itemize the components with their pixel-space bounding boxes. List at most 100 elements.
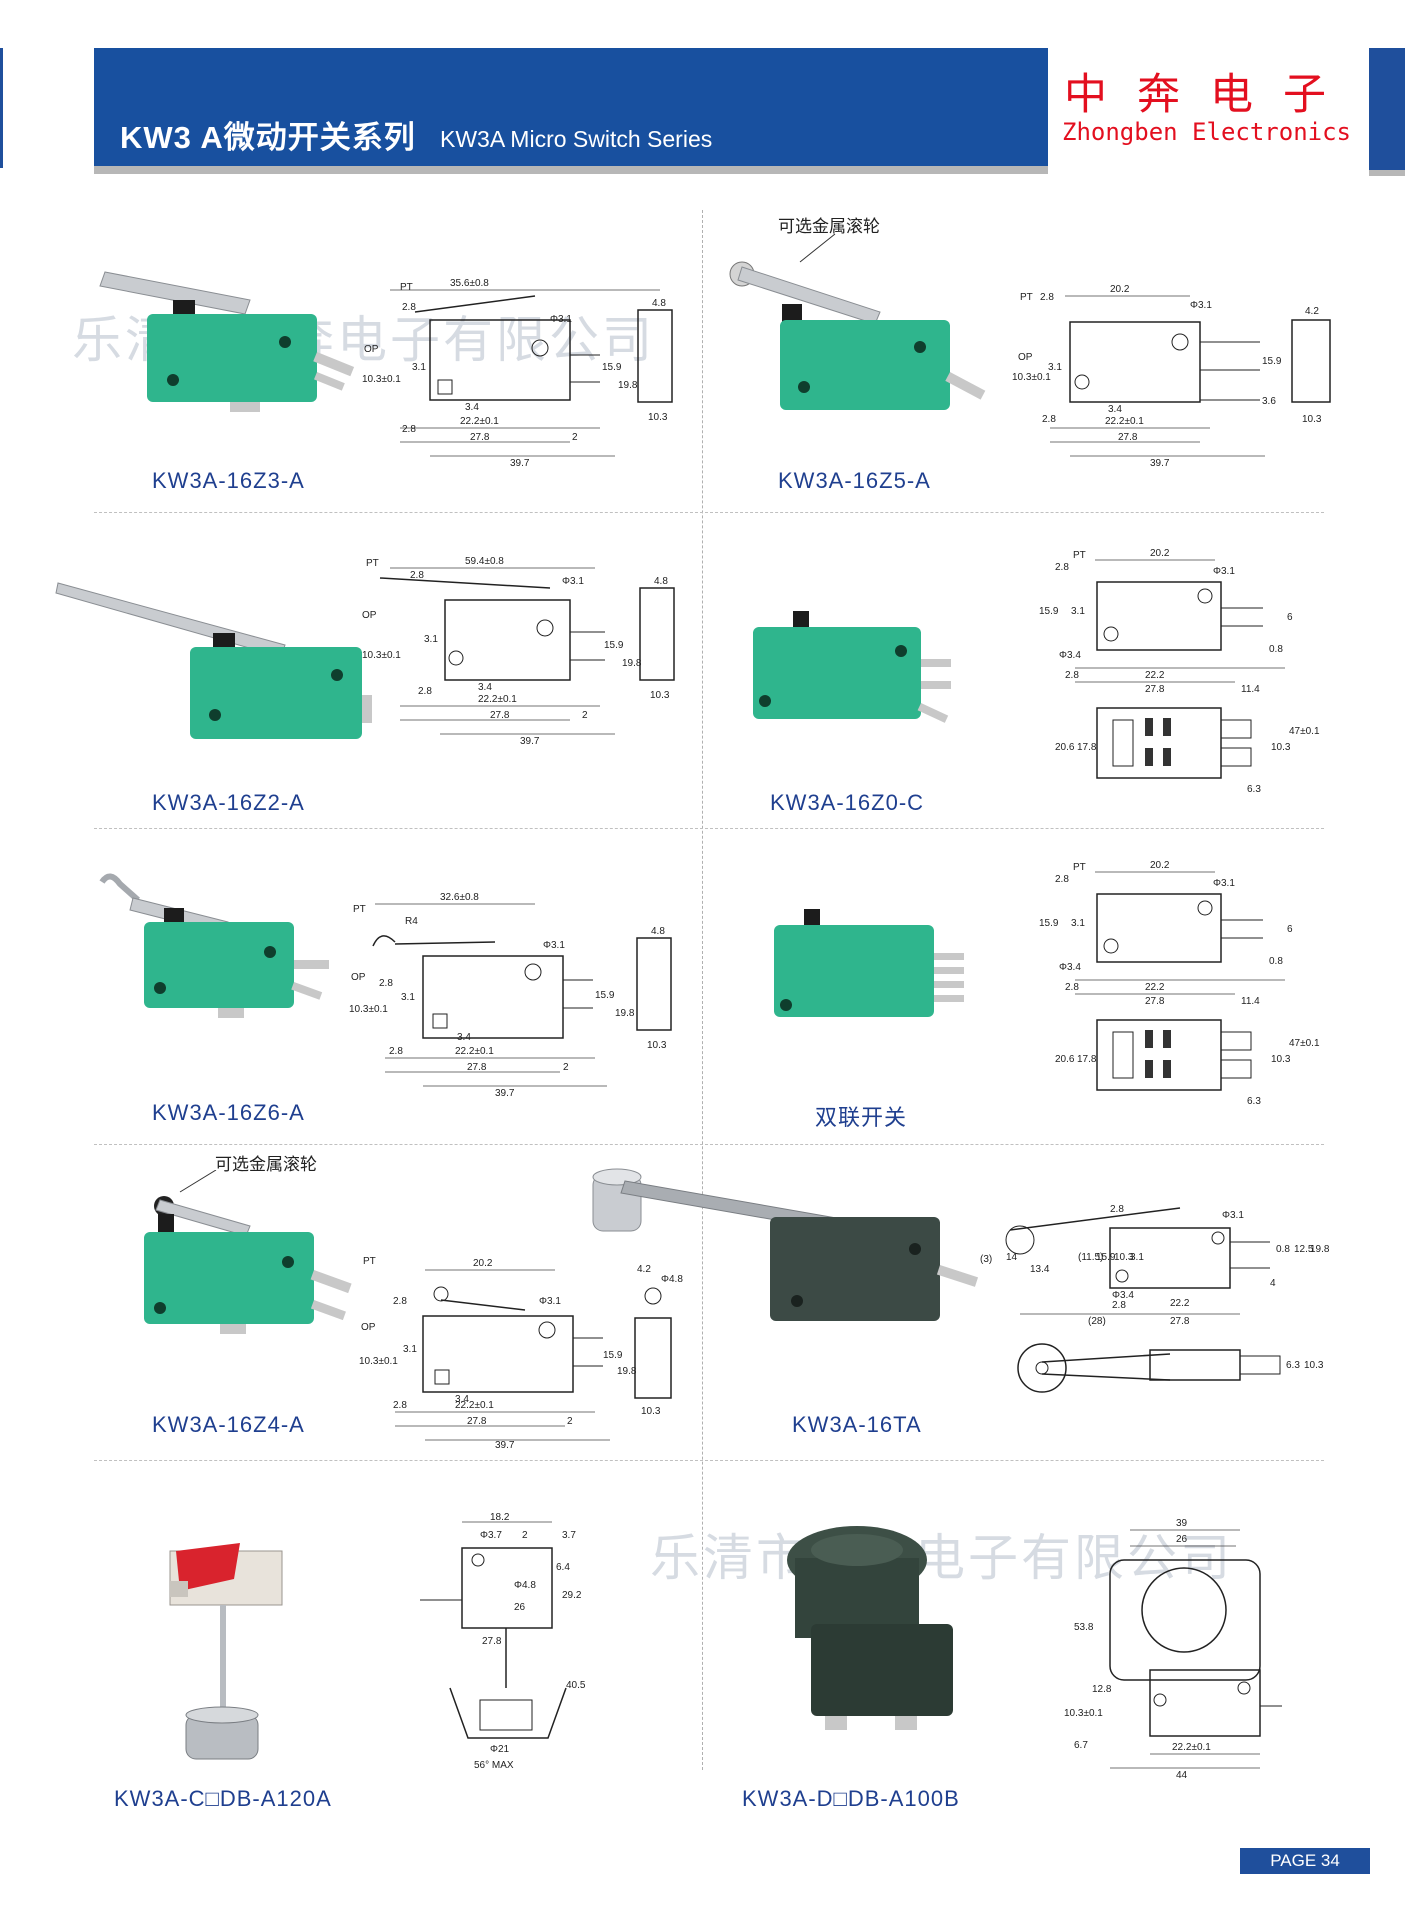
dim-z5-31: 3.1 bbox=[1048, 362, 1062, 373]
dim-z6-hole: Φ3.1 bbox=[543, 940, 565, 951]
dim-ta-198: 19.8 bbox=[1310, 1244, 1330, 1255]
dim-z2-2: 2 bbox=[582, 710, 588, 721]
dim-c-182: 18.2 bbox=[490, 1512, 510, 1523]
dim-z0-222: 22.2 bbox=[1145, 670, 1165, 681]
model-label-z0: KW3A-16Z0-C bbox=[770, 790, 925, 815]
dim-c-37b: 3.7 bbox=[562, 1530, 576, 1541]
dim-z4-31: 3.1 bbox=[403, 1344, 417, 1355]
dim-z5-397: 39.7 bbox=[1150, 458, 1170, 469]
dim-ta-222: 22.2 bbox=[1170, 1298, 1190, 1309]
switch-photo-ta bbox=[592, 1168, 979, 1321]
dimension-drawing-z6: 32.6±0.8 R4 Φ3.1 PT OP 10.3±0.1 2.8 3.1 … bbox=[349, 892, 672, 1098]
dim-z5-28a: 2.8 bbox=[1040, 292, 1054, 303]
dim-z5-28b: 2.8 bbox=[1042, 414, 1056, 425]
dim-dbl-6: 6 bbox=[1287, 924, 1293, 935]
dim-ta-31: 3.1 bbox=[1130, 1252, 1144, 1263]
dim-c-64: 6.4 bbox=[556, 1562, 570, 1573]
dim-z4-103b: 10.3 bbox=[641, 1406, 661, 1417]
dim-z2-hole: Φ3.1 bbox=[562, 576, 584, 587]
dim-z0-47: 47±0.1 bbox=[1289, 726, 1320, 737]
dim-z3-2: 2 bbox=[572, 432, 578, 443]
model-label-z2: KW3A-16Z2-A bbox=[152, 790, 305, 815]
dim-ta-4: 4 bbox=[1270, 1278, 1276, 1289]
brand-box bbox=[1048, 48, 1366, 168]
dim-c-56max: 56° MAX bbox=[474, 1760, 514, 1771]
roller-option-note: 可选金属滚轮 bbox=[778, 217, 880, 236]
dim-z6-pt: PT bbox=[353, 904, 366, 915]
dim-dbl-34: Φ3.4 bbox=[1059, 962, 1081, 973]
dim-ta-3: (3) bbox=[980, 1254, 992, 1265]
dim-ta-103: 10.3 bbox=[1114, 1252, 1134, 1263]
dim-z0-28b: 2.8 bbox=[1065, 670, 1079, 681]
switch-photo-z2 bbox=[55, 582, 372, 739]
dim-z2-31: 3.1 bbox=[424, 634, 438, 645]
switch-photo-z5 bbox=[729, 233, 986, 410]
dim-d-67: 6.7 bbox=[1074, 1740, 1088, 1751]
dimension-drawing-z2: 59.4±0.8 Φ3.1 PT 2.8 OP 10.3±0.1 3.1 15.… bbox=[362, 556, 675, 747]
model-label-double: 双联开关 bbox=[815, 1105, 908, 1130]
dim-ta-14: 14 bbox=[1006, 1252, 1018, 1263]
dimension-drawing-d: 39 26 53.8 12.8 10.3±0.1 6.7 22.2±0.1 44 bbox=[1064, 1518, 1282, 1780]
dim-z5-36: 3.6 bbox=[1262, 396, 1276, 407]
roller-option-note-2: 可选金属滚轮 bbox=[215, 1155, 317, 1174]
dim-z2-278: 27.8 bbox=[490, 710, 510, 721]
dim-z2-pt: PT bbox=[366, 558, 379, 569]
model-label-d: KW3A-D□DB-A100B bbox=[742, 1786, 960, 1811]
switch-photo-double bbox=[774, 909, 964, 1017]
dim-z6-28b: 2.8 bbox=[389, 1046, 403, 1057]
dim-z5-103b: 10.3 bbox=[1302, 414, 1322, 425]
dim-z6-103b: 10.3 bbox=[647, 1040, 667, 1051]
dim-z3-397: 39.7 bbox=[510, 458, 530, 469]
dim-ta-28b: 2.8 bbox=[1112, 1300, 1126, 1311]
dim-z0-103: 10.3 bbox=[1271, 742, 1291, 753]
dim-z3-48: 4.8 bbox=[652, 298, 666, 309]
dimension-drawing-z3: 35.6±0.8 Φ3.1 PT 2.8 OP 10.3±0.1 3.1 15.… bbox=[362, 278, 673, 469]
dim-z4-48: Φ4.8 bbox=[661, 1274, 683, 1285]
page-title-cn: KW3 A微动开关系列 bbox=[120, 120, 416, 155]
dim-z4-hole: Φ3.1 bbox=[539, 1296, 561, 1307]
dim-z3-28b: 2.8 bbox=[402, 424, 416, 435]
dim-z5-159: 15.9 bbox=[1262, 356, 1282, 367]
dim-z5-202: 20.2 bbox=[1110, 284, 1130, 295]
row-divider-3 bbox=[94, 1144, 1324, 1145]
dim-z2-103: 10.3±0.1 bbox=[362, 650, 401, 661]
dim-z4-222: 22.2±0.1 bbox=[455, 1400, 494, 1411]
dim-z0-206: 20.6 bbox=[1055, 742, 1075, 753]
dim-dbl-63: 6.3 bbox=[1247, 1096, 1261, 1107]
dim-z6-103: 10.3±0.1 bbox=[349, 1004, 388, 1015]
dim-z0-28a: 2.8 bbox=[1055, 562, 1069, 573]
dim-z4-42: 4.2 bbox=[637, 1264, 651, 1275]
left-edge-bar bbox=[0, 48, 3, 168]
switch-photo-z4 bbox=[144, 1170, 352, 1334]
dim-z0-31: 3.1 bbox=[1071, 606, 1085, 617]
dim-z2-198: 19.8 bbox=[622, 658, 642, 669]
right-edge-shadow bbox=[1369, 170, 1405, 176]
page-number: PAGE 34 bbox=[1240, 1848, 1370, 1874]
dim-z6-222: 22.2±0.1 bbox=[455, 1046, 494, 1057]
dim-z3-hole: Φ3.1 bbox=[550, 314, 572, 325]
row-divider-4 bbox=[94, 1460, 1324, 1461]
dim-d-128: 12.8 bbox=[1092, 1684, 1112, 1695]
page-title-en: KW3A Micro Switch Series bbox=[440, 126, 713, 152]
dim-z0-63: 6.3 bbox=[1247, 784, 1261, 795]
dim-dbl-206: 20.6 bbox=[1055, 1054, 1075, 1065]
dim-z5-278: 27.8 bbox=[1118, 432, 1138, 443]
dim-z2-397: 39.7 bbox=[520, 736, 540, 747]
dim-c-278: 27.8 bbox=[482, 1636, 502, 1647]
dim-ta-134: 13.4 bbox=[1030, 1264, 1050, 1275]
dim-ta-28a: 2.8 bbox=[1110, 1204, 1124, 1215]
dim-z2-op: OP bbox=[362, 610, 377, 621]
dim-z2-28b: 2.8 bbox=[418, 686, 432, 697]
dim-z4-397: 39.7 bbox=[495, 1440, 515, 1448]
dim-z6-31: 3.1 bbox=[401, 992, 415, 1003]
dim-z0-pt: PT bbox=[1073, 550, 1086, 561]
dim-dbl-222: 22.2 bbox=[1145, 982, 1165, 993]
dim-z3-159: 15.9 bbox=[602, 362, 622, 373]
dim-z6-198: 19.8 bbox=[615, 1008, 635, 1019]
dim-ta-28p: (28) bbox=[1088, 1316, 1106, 1327]
dim-z0-6: 6 bbox=[1287, 612, 1293, 623]
dim-z6-34: 3.4 bbox=[457, 1032, 471, 1043]
dim-z5-42: 4.2 bbox=[1305, 306, 1319, 317]
dim-ta-34: Φ3.4 bbox=[1112, 1290, 1134, 1301]
dim-z5-op: OP bbox=[1018, 352, 1033, 363]
